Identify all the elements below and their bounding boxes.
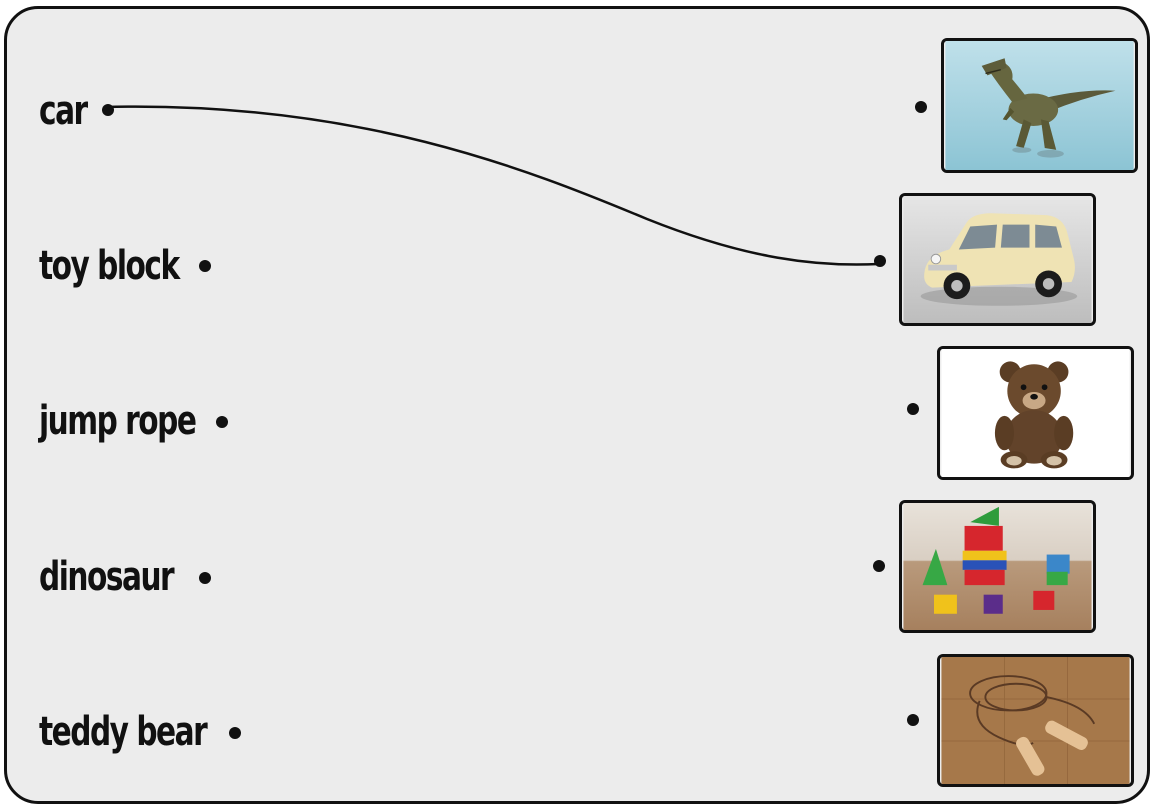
toy-blocks-icon (903, 503, 1092, 630)
word-jump-rope: jump rope (39, 398, 197, 444)
picture-dot-car[interactable] (874, 255, 886, 267)
matching-board: car toy block jump rope dinosaur teddy b… (4, 6, 1150, 804)
word-dot-teddy-bear[interactable] (229, 727, 241, 739)
word-dot-car[interactable] (102, 104, 114, 116)
dinosaur-icon (945, 41, 1134, 170)
picture-dot-jump-rope[interactable] (907, 714, 919, 726)
jump-rope-icon (941, 657, 1130, 784)
word-dot-jump-rope[interactable] (216, 416, 228, 428)
word-teddy-bear: teddy bear (39, 709, 208, 755)
picture-car[interactable] (899, 193, 1096, 326)
car-icon (903, 196, 1092, 323)
word-car: car (39, 88, 88, 134)
picture-dot-teddy-bear[interactable] (907, 403, 919, 415)
word-dot-toy-block[interactable] (199, 260, 211, 272)
word-dot-dinosaur[interactable] (199, 572, 211, 584)
picture-teddy-bear[interactable] (937, 346, 1134, 480)
picture-dot-dinosaur[interactable] (915, 101, 927, 113)
picture-toy-blocks[interactable] (899, 500, 1096, 633)
picture-jump-rope[interactable] (937, 654, 1134, 787)
connection-line-car (104, 105, 880, 266)
teddy-bear-icon (941, 349, 1130, 477)
picture-dinosaur[interactable] (941, 38, 1138, 173)
word-dinosaur: dinosaur (39, 554, 175, 600)
picture-dot-toy-block[interactable] (873, 560, 885, 572)
word-toy-block: toy block (39, 243, 180, 289)
